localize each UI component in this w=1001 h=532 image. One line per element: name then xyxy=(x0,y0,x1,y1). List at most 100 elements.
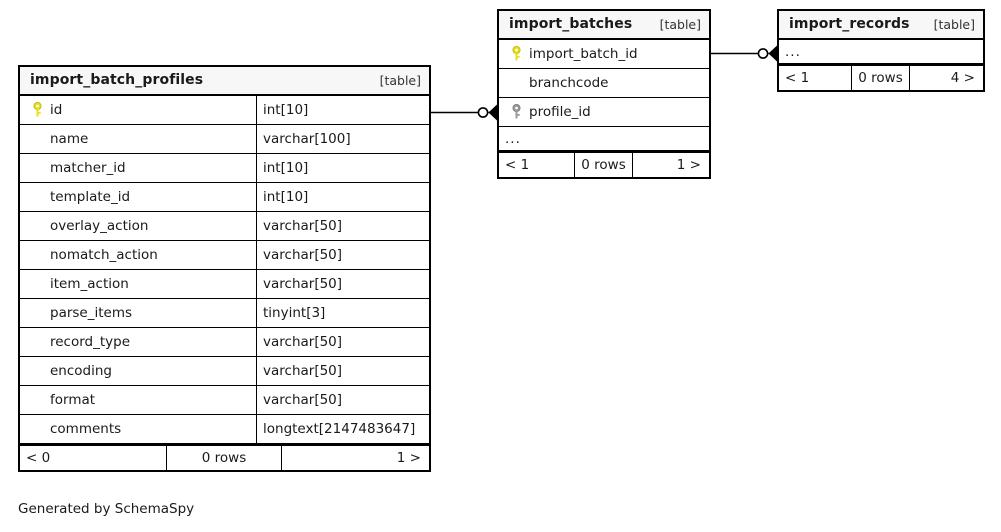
table-row[interactable]: record_type varchar[50] xyxy=(20,328,429,357)
table-row[interactable]: import_batch_id xyxy=(499,40,709,69)
table-footer: < 0 0 rows 1 > xyxy=(20,444,429,470)
key-icon-placeholder xyxy=(507,75,525,91)
table-row[interactable]: branchcode xyxy=(499,69,709,98)
key-icon-placeholder xyxy=(28,305,46,321)
column-name-cell: nomatch_action xyxy=(20,241,257,269)
column-name-cell: item_action xyxy=(20,270,257,298)
column-name-cell: format xyxy=(20,386,257,414)
next-page-button[interactable]: 1 > xyxy=(396,450,421,466)
key-icon-placeholder xyxy=(28,247,46,263)
column-name: branchcode xyxy=(529,75,609,91)
table-import-records[interactable]: import_records [table] ... < 1 0 rows 4 … xyxy=(777,9,985,92)
key-icon-placeholder xyxy=(28,160,46,176)
next-page-button[interactable]: 4 > xyxy=(950,70,975,86)
key-icon-placeholder xyxy=(28,218,46,234)
column-name: overlay_action xyxy=(50,218,149,234)
column-name: matcher_id xyxy=(50,160,126,176)
table-type-label: [table] xyxy=(379,72,421,88)
column-name: item_action xyxy=(50,276,129,292)
column-name: encoding xyxy=(50,363,112,379)
column-type: longtext[2147483647] xyxy=(263,421,416,437)
column-name: record_type xyxy=(50,334,131,350)
table-import-batch-profiles[interactable]: import_batch_profiles [table] id int[10] xyxy=(18,65,431,472)
row-count-label: 0 rows xyxy=(852,66,910,90)
column-name: import_batch_id xyxy=(529,46,638,62)
column-type: varchar[50] xyxy=(263,276,343,292)
table-row[interactable]: overlay_action varchar[50] xyxy=(20,212,429,241)
column-name-cell: overlay_action xyxy=(20,212,257,240)
key-icon-primary xyxy=(507,46,525,62)
table-name: import_batch_profiles xyxy=(30,72,204,88)
column-type: varchar[50] xyxy=(263,218,343,234)
column-type: varchar[50] xyxy=(263,363,343,379)
column-name-cell: profile_id xyxy=(499,98,709,126)
key-icon-placeholder xyxy=(28,276,46,292)
table-footer: < 1 0 rows 1 > xyxy=(499,151,709,177)
generated-by-caption: Generated by SchemaSpy xyxy=(18,501,195,517)
column-name-cell: template_id xyxy=(20,183,257,211)
table-row[interactable]: item_action varchar[50] xyxy=(20,270,429,299)
prev-page-button[interactable]: < 1 xyxy=(499,153,575,177)
prev-page-button[interactable]: < 1 xyxy=(779,66,853,90)
column-name-cell: import_batch_id xyxy=(499,40,709,68)
column-name: format xyxy=(50,392,96,408)
table-name: import_records xyxy=(789,16,910,32)
column-name-cell: parse_items xyxy=(20,299,257,327)
relationship-batches-to-records xyxy=(711,45,777,62)
key-icon-placeholder xyxy=(28,131,46,147)
table-row[interactable]: format varchar[50] xyxy=(20,386,429,415)
column-name-cell: branchcode xyxy=(499,69,709,97)
row-count-label: 0 rows xyxy=(167,446,282,470)
table-header: import_records [table] xyxy=(779,11,983,40)
table-row[interactable]: encoding varchar[50] xyxy=(20,357,429,386)
column-type: varchar[50] xyxy=(263,334,343,350)
key-icon-placeholder xyxy=(28,421,46,437)
row-count-label: 0 rows xyxy=(575,153,634,177)
column-type: tinyint[3] xyxy=(263,305,326,321)
key-icon-foreign xyxy=(507,104,525,120)
column-type: varchar[50] xyxy=(263,247,343,263)
column-name: template_id xyxy=(50,189,131,205)
table-footer: < 1 0 rows 4 > xyxy=(779,64,983,90)
column-name: profile_id xyxy=(529,104,591,120)
table-row[interactable]: name varchar[100] xyxy=(20,125,429,154)
table-row[interactable]: nomatch_action varchar[50] xyxy=(20,241,429,270)
column-name-cell: comments xyxy=(20,415,257,443)
column-type: int[10] xyxy=(263,189,309,205)
key-icon-placeholder xyxy=(28,363,46,379)
column-name: parse_items xyxy=(50,305,133,321)
column-name-cell: matcher_id xyxy=(20,154,257,182)
column-name-cell: name xyxy=(20,125,257,153)
table-row[interactable]: template_id int[10] xyxy=(20,183,429,212)
column-type: varchar[100] xyxy=(263,131,351,147)
table-name: import_batches xyxy=(509,16,633,32)
column-type: int[10] xyxy=(263,160,309,176)
table-row[interactable]: id int[10] xyxy=(20,96,429,125)
relationship-profiles-to-batches xyxy=(431,104,497,121)
key-icon-placeholder xyxy=(28,334,46,350)
table-row[interactable]: matcher_id int[10] xyxy=(20,154,429,183)
next-page-button[interactable]: 1 > xyxy=(676,157,701,173)
column-name-cell: id xyxy=(20,96,257,124)
column-type: varchar[50] xyxy=(263,392,343,408)
column-name: id xyxy=(50,102,63,118)
more-columns-indicator[interactable]: ... xyxy=(779,40,983,64)
key-icon-placeholder xyxy=(28,392,46,408)
table-row[interactable]: comments longtext[2147483647] xyxy=(20,415,429,444)
table-import-batches[interactable]: import_batches [table] import_batch_id xyxy=(497,9,711,179)
table-row[interactable]: parse_items tinyint[3] xyxy=(20,299,429,328)
column-name-cell: record_type xyxy=(20,328,257,356)
key-icon-placeholder xyxy=(28,189,46,205)
table-row[interactable]: profile_id xyxy=(499,98,709,127)
table-header: import_batches [table] xyxy=(499,11,709,40)
column-name-cell: encoding xyxy=(20,357,257,385)
column-name: nomatch_action xyxy=(50,247,158,263)
column-name: name xyxy=(50,131,89,147)
table-header: import_batch_profiles [table] xyxy=(20,67,429,96)
key-icon-primary xyxy=(28,102,46,118)
more-columns-indicator[interactable]: ... xyxy=(499,127,709,151)
prev-page-button[interactable]: < 0 xyxy=(20,446,168,470)
column-type: int[10] xyxy=(263,102,309,118)
